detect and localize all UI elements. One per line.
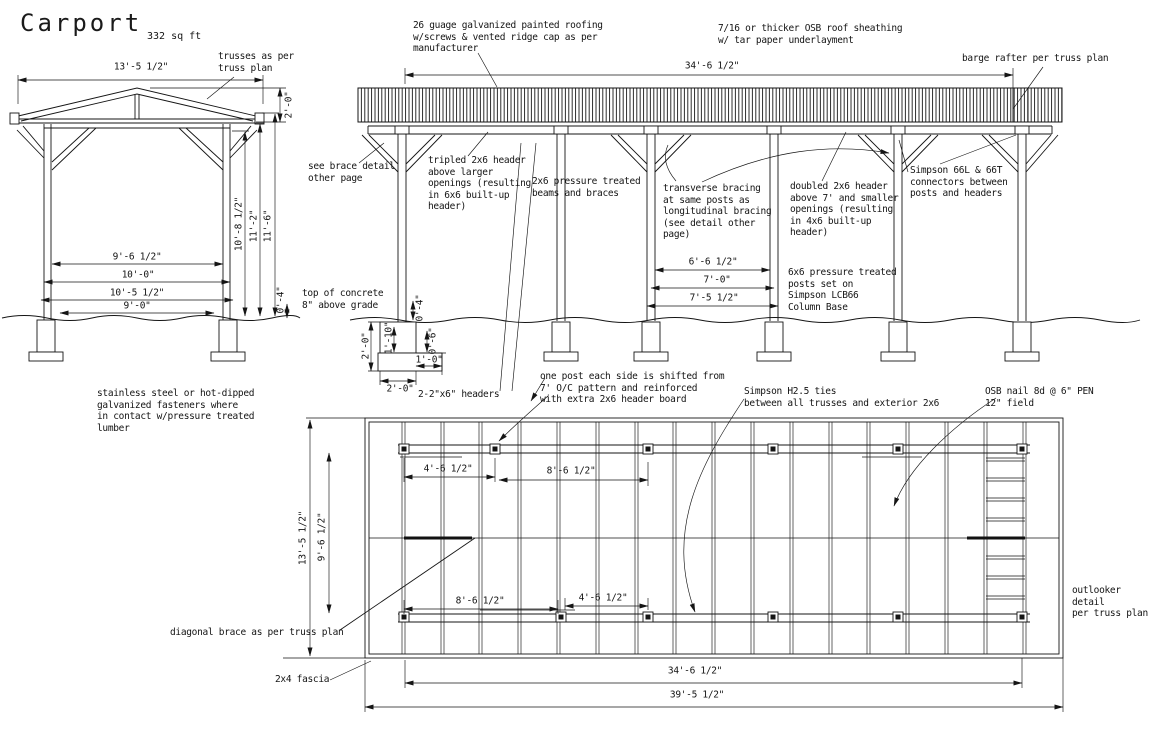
area-label: 332 sq ft — [147, 31, 202, 42]
dim-bay-clear: 6'-6 1/2" — [688, 256, 738, 268]
dim-outer-width: 10'-5 1/2" — [109, 287, 165, 299]
note-doubled-header: doubled 2x6 header above 7' and smaller … — [790, 181, 899, 239]
dim-footing-step-width: 1'-0" — [415, 354, 443, 366]
dim-footing-embed: 0'-4" — [414, 294, 426, 322]
dim-roof-span: 34'-6 1/2" — [684, 60, 740, 72]
dim-bay-center: 7'-0" — [703, 274, 731, 286]
dim-roof-rise: 2'-0" — [283, 91, 295, 119]
dim-plan-top-bay: 8'-6 1/2" — [546, 465, 596, 477]
note-simpson-connectors: Simpson 66L & 66T connectors between pos… — [910, 165, 1008, 200]
dim-plan-post-span: 34'-6 1/2" — [667, 665, 723, 677]
note-shifted-post: one post each side is shifted from 7' O/… — [540, 371, 725, 406]
left-elevation-drawing — [1, 75, 301, 362]
dim-footing-spacing: 9'-0" — [123, 300, 151, 312]
dim-plan-bottom-bay: 8'-6 1/2" — [455, 595, 505, 607]
dim-footing-step: 0'-6" — [427, 327, 439, 355]
dim-post-spacing: 10'-0" — [121, 269, 155, 281]
note-osb-nailing: OSB nail 8d @ 6" PEN 12" field — [985, 386, 1094, 409]
note-h25-ties: Simpson H2.5 ties between all trusses an… — [744, 386, 940, 409]
note-roofing: 26 guage galvanized painted roofing w/sc… — [413, 20, 603, 55]
note-transverse-bracing: transverse bracing at same posts as long… — [663, 183, 772, 241]
note-fasteners: stainless steel or hot-dipped galvanized… — [97, 388, 255, 434]
note-beams: 2x6 pressure treated beams and braces — [532, 176, 641, 199]
dim-truss-width: 13'-5 1/2" — [113, 61, 169, 73]
dim-plan-post-width: 9'-6 1/2" — [316, 512, 328, 562]
dim-plan-width: 13'-5 1/2" — [297, 510, 309, 566]
footing-detail-drawing — [368, 300, 446, 385]
note-tripled-header: tripled 2x6 header above larger openings… — [428, 155, 531, 213]
note-headers-2x6: 2-2"x6" headers — [418, 389, 500, 400]
front-elevation-drawing — [349, 52, 1141, 402]
drawing-title: Carport — [20, 9, 143, 37]
dim-clear-width: 9'-6 1/2" — [112, 251, 162, 263]
dim-footing-pier-depth: 1'-10" — [383, 321, 395, 355]
dim-plan-top-left-bay: 4'-6 1/2" — [423, 463, 473, 475]
note-sheathing: 7/16 or thicker OSB roof sheathing w/ ta… — [718, 23, 903, 46]
plan-view-drawing — [283, 395, 1064, 712]
dim-plan-overall: 39'-5 1/2" — [669, 689, 725, 701]
note-outlooker: outlooker detail per truss plan — [1072, 585, 1148, 620]
note-fascia: 2x4 fascia — [275, 674, 330, 685]
dim-grade-offset: 0'-4" — [275, 286, 287, 314]
note-barge-rafter: barge rafter per truss plan — [962, 53, 1109, 64]
dim-plan-bottom-right-bay: 4'-6 1/2" — [578, 592, 628, 604]
note-posts: 6x6 pressure treated posts set on Simpso… — [788, 267, 897, 313]
note-trusses: trusses as per truss plan — [218, 51, 294, 74]
dim-bay-outer: 7'-5 1/2" — [689, 292, 739, 304]
dim-footing-total-depth: 2'-0" — [360, 332, 372, 360]
note-brace-detail: see brace detail other page — [308, 161, 395, 184]
dim-overall-height: 11'-6" — [262, 209, 274, 243]
dim-footing-pier-width: 2'-0" — [386, 383, 414, 395]
note-diagonal-brace: diagonal brace as per truss plan — [170, 627, 344, 638]
note-top-of-concrete: top of concrete 8" above grade — [302, 288, 384, 311]
dim-eave-height: 11'-2" — [248, 209, 260, 243]
dim-post-height: 10'-8 1/2" — [233, 196, 245, 252]
